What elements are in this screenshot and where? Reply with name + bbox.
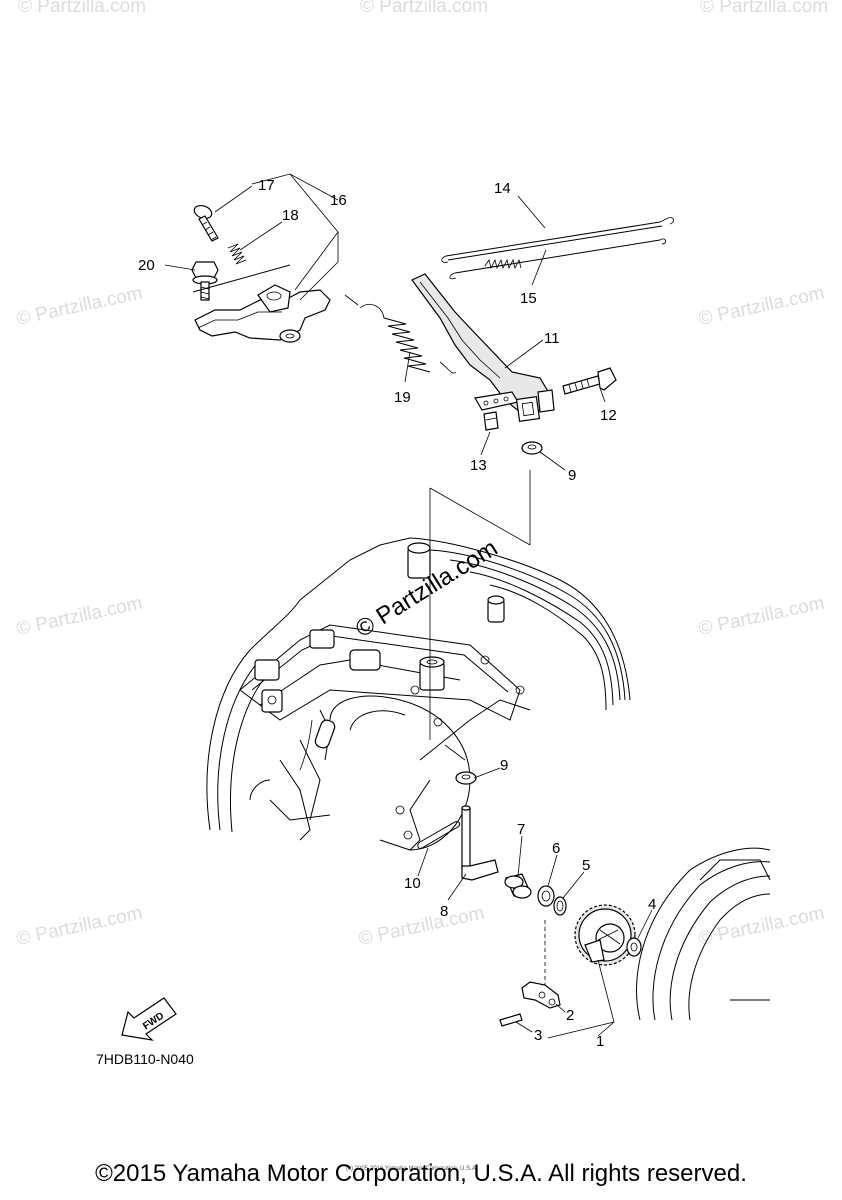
leader-lines (164, 173, 653, 1039)
watermark: © Partzilla.com (18, 0, 146, 17)
callout-14: 14 (494, 180, 511, 197)
callout-20: 20 (138, 257, 155, 274)
watermark: © Partzilla.com (357, 903, 487, 950)
part-18-spring (227, 243, 247, 265)
fine-print: (c) 2005-2016 Yamaha Motor Corporation, … (346, 1166, 478, 1172)
part-15-rod (449, 238, 666, 280)
guide-lines (344, 294, 546, 985)
part-5-ring (553, 896, 567, 916)
part-7-bushing (504, 873, 532, 899)
part-10-pin (417, 821, 461, 849)
part-12-bolt (562, 367, 617, 395)
callout-15: 15 (520, 290, 537, 307)
callout-19: 19 (394, 389, 411, 406)
part-2-plate (521, 981, 561, 1009)
callout-labels: 17 16 18 20 14 15 11 12 19 13 9 9 7 6 5 … (138, 177, 656, 1050)
part-20-flange-bolt (191, 261, 219, 301)
part-14-rod (441, 217, 674, 263)
callout-2: 2 (566, 1007, 574, 1024)
part-13-clip (483, 411, 499, 431)
callout-4: 4 (648, 896, 656, 913)
lower-case-illustration (636, 847, 771, 1021)
callout-9-lower: 9 (500, 757, 508, 774)
callout-5: 5 (582, 857, 590, 874)
part-4-washer (626, 937, 642, 957)
callout-11: 11 (544, 330, 560, 347)
callout-7: 7 (517, 821, 525, 838)
watermark-layer: © Partzilla.com © Partzilla.com © Partzi… (15, 0, 828, 950)
callout-18: 18 (282, 207, 299, 224)
callout-10: 10 (404, 875, 421, 892)
callout-6: 6 (552, 840, 560, 857)
callout-9-upper: 9 (568, 467, 576, 484)
fwd-arrow-icon: FWD (121, 997, 177, 1041)
callout-3: 3 (534, 1027, 542, 1044)
part-1-gear (574, 904, 636, 966)
callout-17: 17 (258, 177, 275, 194)
callout-1: 1 (596, 1033, 604, 1050)
copyright-notice: ©2015 Yamaha Motor Corporation, U.S.A. A… (95, 1160, 747, 1187)
part-16-bracket (192, 264, 331, 343)
crankcase-illustration (206, 537, 631, 851)
watermark: © Partzilla.com (360, 0, 488, 17)
part-17-bolt (193, 204, 219, 242)
watermark: © Partzilla.com (700, 0, 828, 17)
watermark: © Partzilla.com (15, 283, 145, 330)
part-19-spring (359, 304, 457, 374)
watermark: © Partzilla.com (15, 593, 145, 640)
callout-12: 12 (600, 407, 617, 424)
diagram-code: 7HDB110-N040 (96, 1051, 194, 1067)
watermark: © Partzilla.com (15, 903, 145, 950)
part-6-washer (537, 885, 555, 907)
watermark: © Partzilla.com (697, 283, 827, 330)
part-9-washer-lower (455, 771, 477, 785)
callout-8: 8 (440, 903, 448, 920)
part-8-shaft (461, 805, 499, 881)
part-11-lever (411, 273, 555, 422)
watermark: © Partzilla.com (697, 593, 827, 640)
part-9-washer-upper (521, 441, 543, 455)
callout-16: 16 (330, 192, 347, 209)
callout-13: 13 (470, 457, 487, 474)
part-3-pin (499, 1013, 523, 1027)
